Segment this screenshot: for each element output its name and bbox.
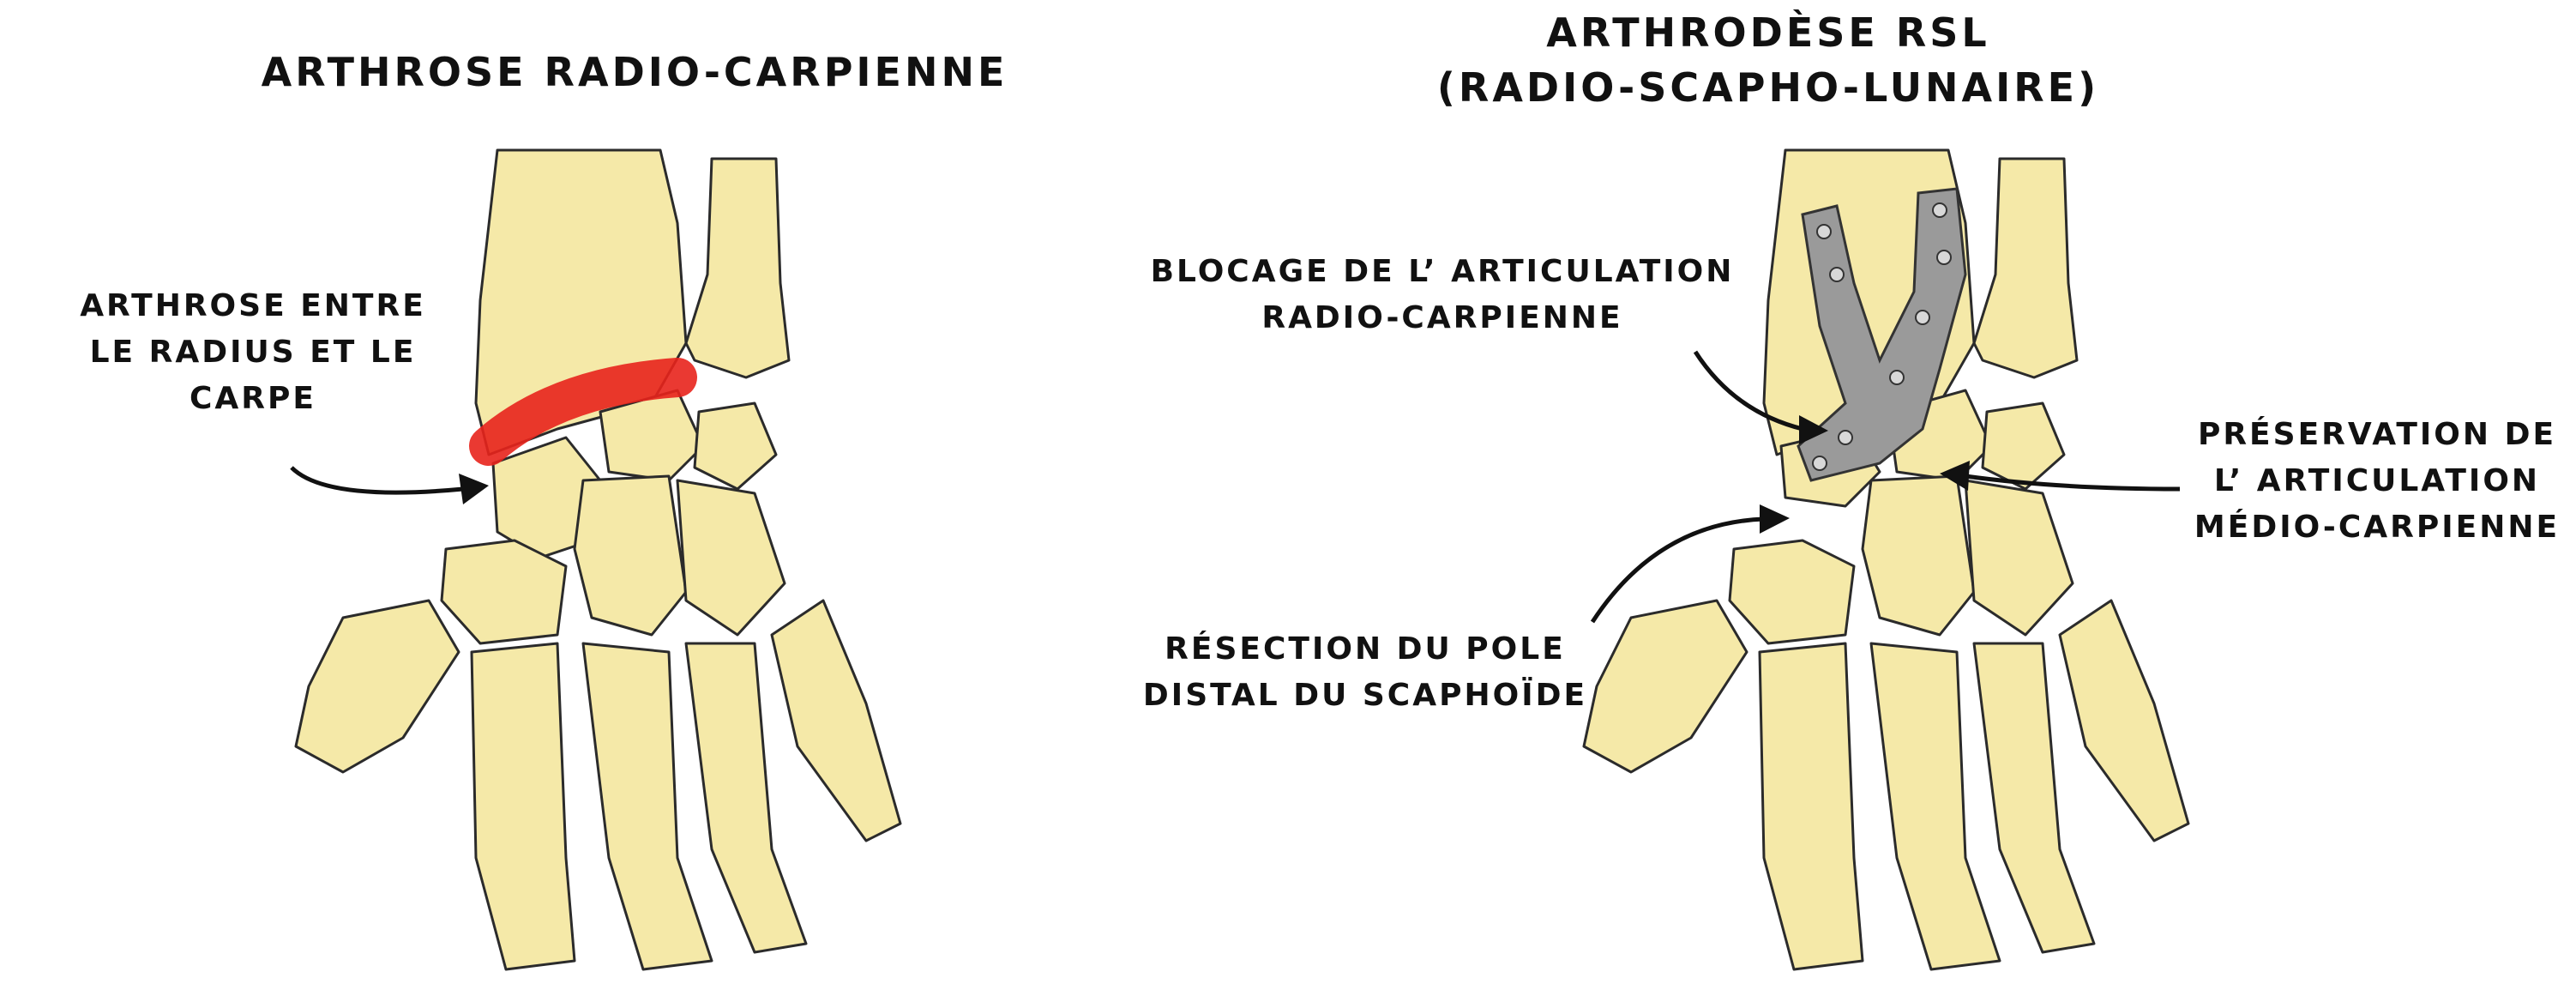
ulna-bone <box>1972 157 2079 379</box>
right-title-line-1: ARTHRODÈSE RSL <box>1546 9 1990 56</box>
metacarpal-2 <box>470 642 576 971</box>
wrist-illustration-right <box>1582 148 2190 971</box>
left-panel: ARTHROSE RADIO-CARPIENNE ARTHRO <box>51 49 1008 971</box>
annotation-blocage-line-1: BLOCAGE DE L’ ARTICULATION <box>1150 254 1735 289</box>
metacarpal-4 <box>684 642 808 954</box>
annotation-blocage-line-2: RADIO-CARPIENNE <box>1261 300 1623 335</box>
hamate-bone <box>676 479 786 637</box>
left-annotation: ARTHROSE ENTRE LE RADIUS ET LE CARPE <box>51 283 454 422</box>
metacarpal-1 <box>1582 599 1748 774</box>
ulna-bone <box>684 157 791 379</box>
right-panel: ARTHRODÈSE RSL (RADIO-SCAPHO-LUNAIRE) <box>1143 0 2576 984</box>
metacarpal-4 <box>1972 642 2096 954</box>
curved-arrow <box>290 466 464 495</box>
arrow-head-resection <box>1760 504 1790 534</box>
left-annotation-line-1: ARTHROSE ENTRE <box>80 288 426 323</box>
left-annotation-line-2: LE RADIUS ET LE <box>89 335 417 370</box>
arrow-head-blocage <box>1799 415 1828 444</box>
metacarpal-5 <box>2058 599 2190 842</box>
trapezium-bone <box>1728 539 1856 645</box>
metacarpal-3 <box>581 642 713 971</box>
arrow-preservation <box>1965 474 2181 492</box>
arrow-head-preservation <box>1940 461 1970 491</box>
arrow-resection <box>1590 516 1765 624</box>
annotation-preservation-line-3: MÉDIO-CARPIENNE <box>2194 510 2561 545</box>
annotation-preservation: PRÉSERVATION DE L’ ARTICULATION MÉDIO-CA… <box>2180 412 2574 551</box>
arthrosis-red-mark <box>469 358 697 466</box>
capitate-bone <box>573 474 688 637</box>
right-title: ARTHRODÈSE RSL (RADIO-SCAPHO-LUNAIRE) <box>1425 5 2111 115</box>
metacarpal-5 <box>770 599 902 842</box>
arrow-head <box>459 474 489 504</box>
triquetrum-bone <box>693 401 778 491</box>
metacarpal-3 <box>1869 642 2001 971</box>
annotation-preservation-line-2: L’ ARTICULATION <box>2213 463 2541 498</box>
annotation-resection-line-1: RÉSECTION DU POLE <box>1165 631 1566 667</box>
wrist-illustration-left <box>290 148 902 971</box>
capitate-bone <box>1861 474 1976 637</box>
trapezium-bone <box>440 539 568 645</box>
fixation-plate <box>1797 187 1967 482</box>
left-title: ARTHROSE RADIO-CARPIENNE <box>261 49 1008 95</box>
annotation-resection: RÉSECTION DU POLE DISTAL DU SCAPHOÏDE <box>1108 626 1622 719</box>
annotation-blocage: BLOCAGE DE L’ ARTICULATION RADIO-CARPIEN… <box>1134 249 1751 341</box>
right-title-line-2: (RADIO-SCAPHO-LUNAIRE) <box>1436 64 2100 111</box>
triquetrum-bone <box>1981 401 2066 491</box>
annotation-preservation-line-1: PRÉSERVATION DE <box>2197 417 2557 452</box>
annotation-resection-line-2: DISTAL DU SCAPHOÏDE <box>1142 678 1588 713</box>
arrow-blocage <box>1693 350 1803 432</box>
hamate-bone <box>1964 479 2074 637</box>
metacarpal-1 <box>294 599 460 774</box>
metacarpal-2 <box>1758 642 1864 971</box>
left-annotation-line-3: CARPE <box>190 381 316 416</box>
